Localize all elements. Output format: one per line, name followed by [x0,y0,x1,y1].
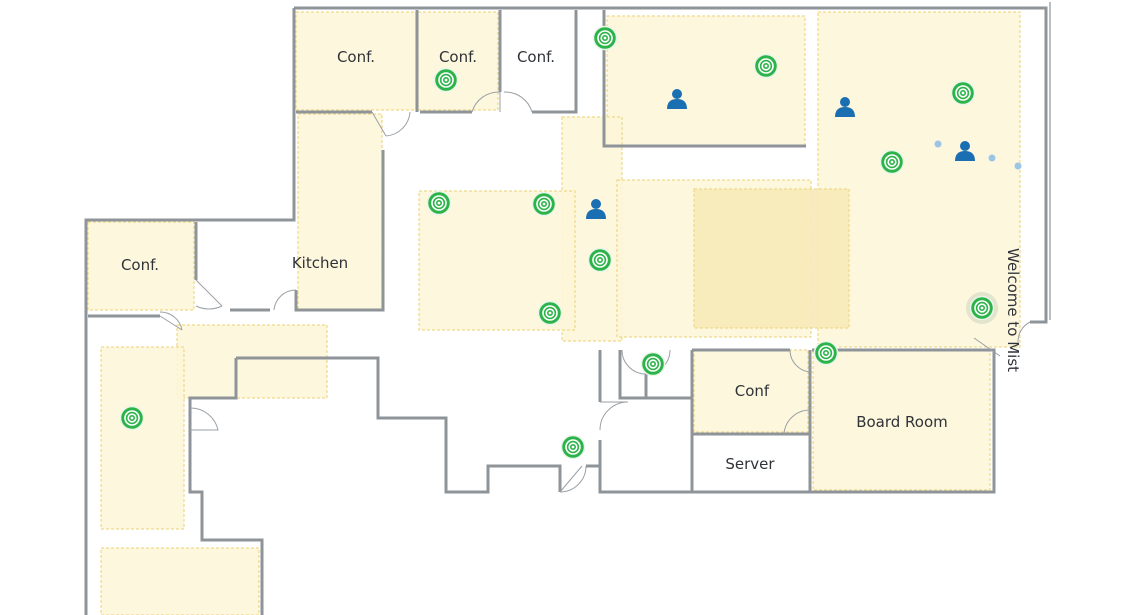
zone-kitchen[interactable] [297,113,383,311]
access-point-icon[interactable] [640,351,666,377]
user-icon[interactable] [667,89,687,109]
doors [159,91,1031,493]
access-point-icon[interactable] [950,80,976,106]
room-label-conf-2: Conf. [439,48,477,66]
zone-center-inner[interactable] [693,188,850,329]
zone-conf-2[interactable] [417,11,499,111]
zone-northeast-office[interactable] [817,11,1021,348]
room-label-conf-3: Conf. [517,48,555,66]
room-label-board-room: Board Room [856,413,948,431]
asset-dot[interactable] [988,154,996,162]
asset-dots [934,140,1022,170]
room-label-server: Server [725,455,775,473]
user-icon[interactable] [586,199,606,219]
asset-dot[interactable] [1014,162,1022,170]
zone-west-hall[interactable] [176,324,328,399]
access-point-icon[interactable] [592,25,618,51]
zone-board-room[interactable] [812,349,991,491]
access-point-icon[interactable] [966,292,998,324]
user-icon[interactable] [835,97,855,117]
room-label-conf-1: Conf. [337,48,375,66]
entrance-label: Welcome to Mist [1004,248,1022,372]
access-point-icon[interactable] [537,300,563,326]
zone-west-office[interactable] [100,346,185,530]
zone-conf-4[interactable] [87,221,195,311]
room-labels: Conf. Conf. Conf. Conf. Kitchen Conf Ser… [121,48,1022,473]
access-point-icon[interactable] [426,190,452,216]
zones [87,11,1021,615]
access-point-icon[interactable] [587,247,613,273]
user-icon[interactable] [955,141,975,161]
walls [84,2,1051,615]
room-label-conf-5: Conf [735,382,770,400]
zone-conf-1[interactable] [295,11,417,111]
users [586,89,975,219]
access-point-icon[interactable] [433,67,459,93]
access-point-icon[interactable] [753,53,779,79]
access-point-icon[interactable] [879,149,905,175]
asset-dot[interactable] [934,140,942,148]
zone-north-office[interactable] [606,15,806,147]
zone-southwest-office[interactable] [100,547,260,615]
room-label-kitchen: Kitchen [292,254,348,272]
access-points [119,25,998,460]
access-point-icon[interactable] [813,340,839,366]
room-label-conf-4: Conf. [121,256,159,274]
access-point-icon[interactable] [531,191,557,217]
zone-conf-5[interactable] [693,349,809,433]
access-point-icon[interactable] [119,405,145,431]
access-point-icon[interactable] [560,434,586,460]
